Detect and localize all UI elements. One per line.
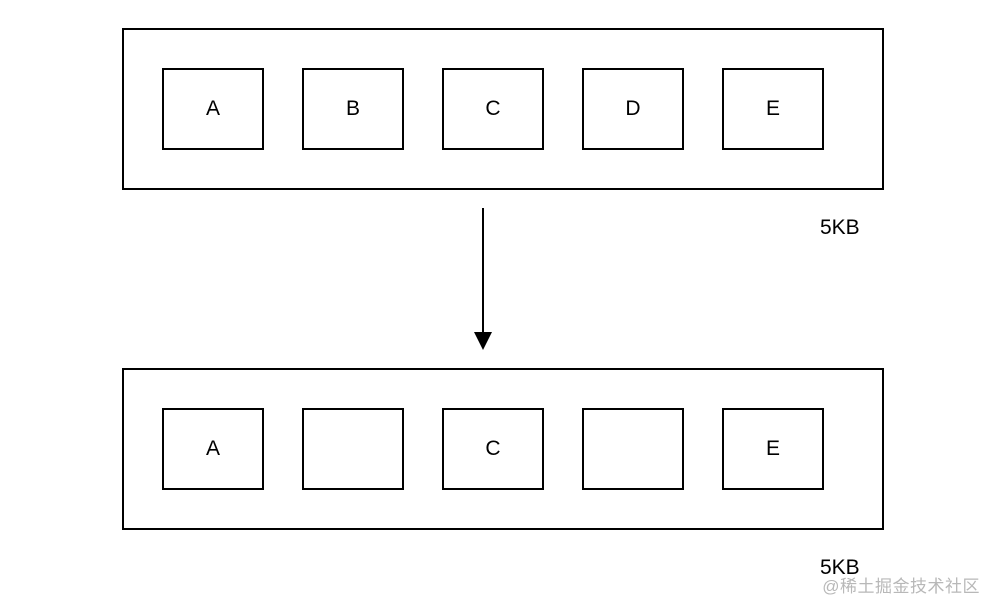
array-cell-after-3: C <box>442 408 544 490</box>
size-label-after: 5KB <box>820 556 860 579</box>
array-cell-before-4: D <box>582 68 684 150</box>
array-container-before <box>122 28 884 190</box>
array-cell-before-3: C <box>442 68 544 150</box>
size-label-before: 5KB <box>820 216 860 239</box>
array-container-after <box>122 368 884 530</box>
watermark-text: @稀土掘金技术社区 <box>822 577 980 596</box>
array-cell-before-2: B <box>302 68 404 150</box>
array-cell-before-1: A <box>162 68 264 150</box>
array-cell-before-5: E <box>722 68 824 150</box>
down-arrow-icon <box>474 208 492 350</box>
array-cell-after-1: A <box>162 408 264 490</box>
array-cell-after-2 <box>302 408 404 490</box>
array-cell-after-5: E <box>722 408 824 490</box>
array-cell-after-4 <box>582 408 684 490</box>
